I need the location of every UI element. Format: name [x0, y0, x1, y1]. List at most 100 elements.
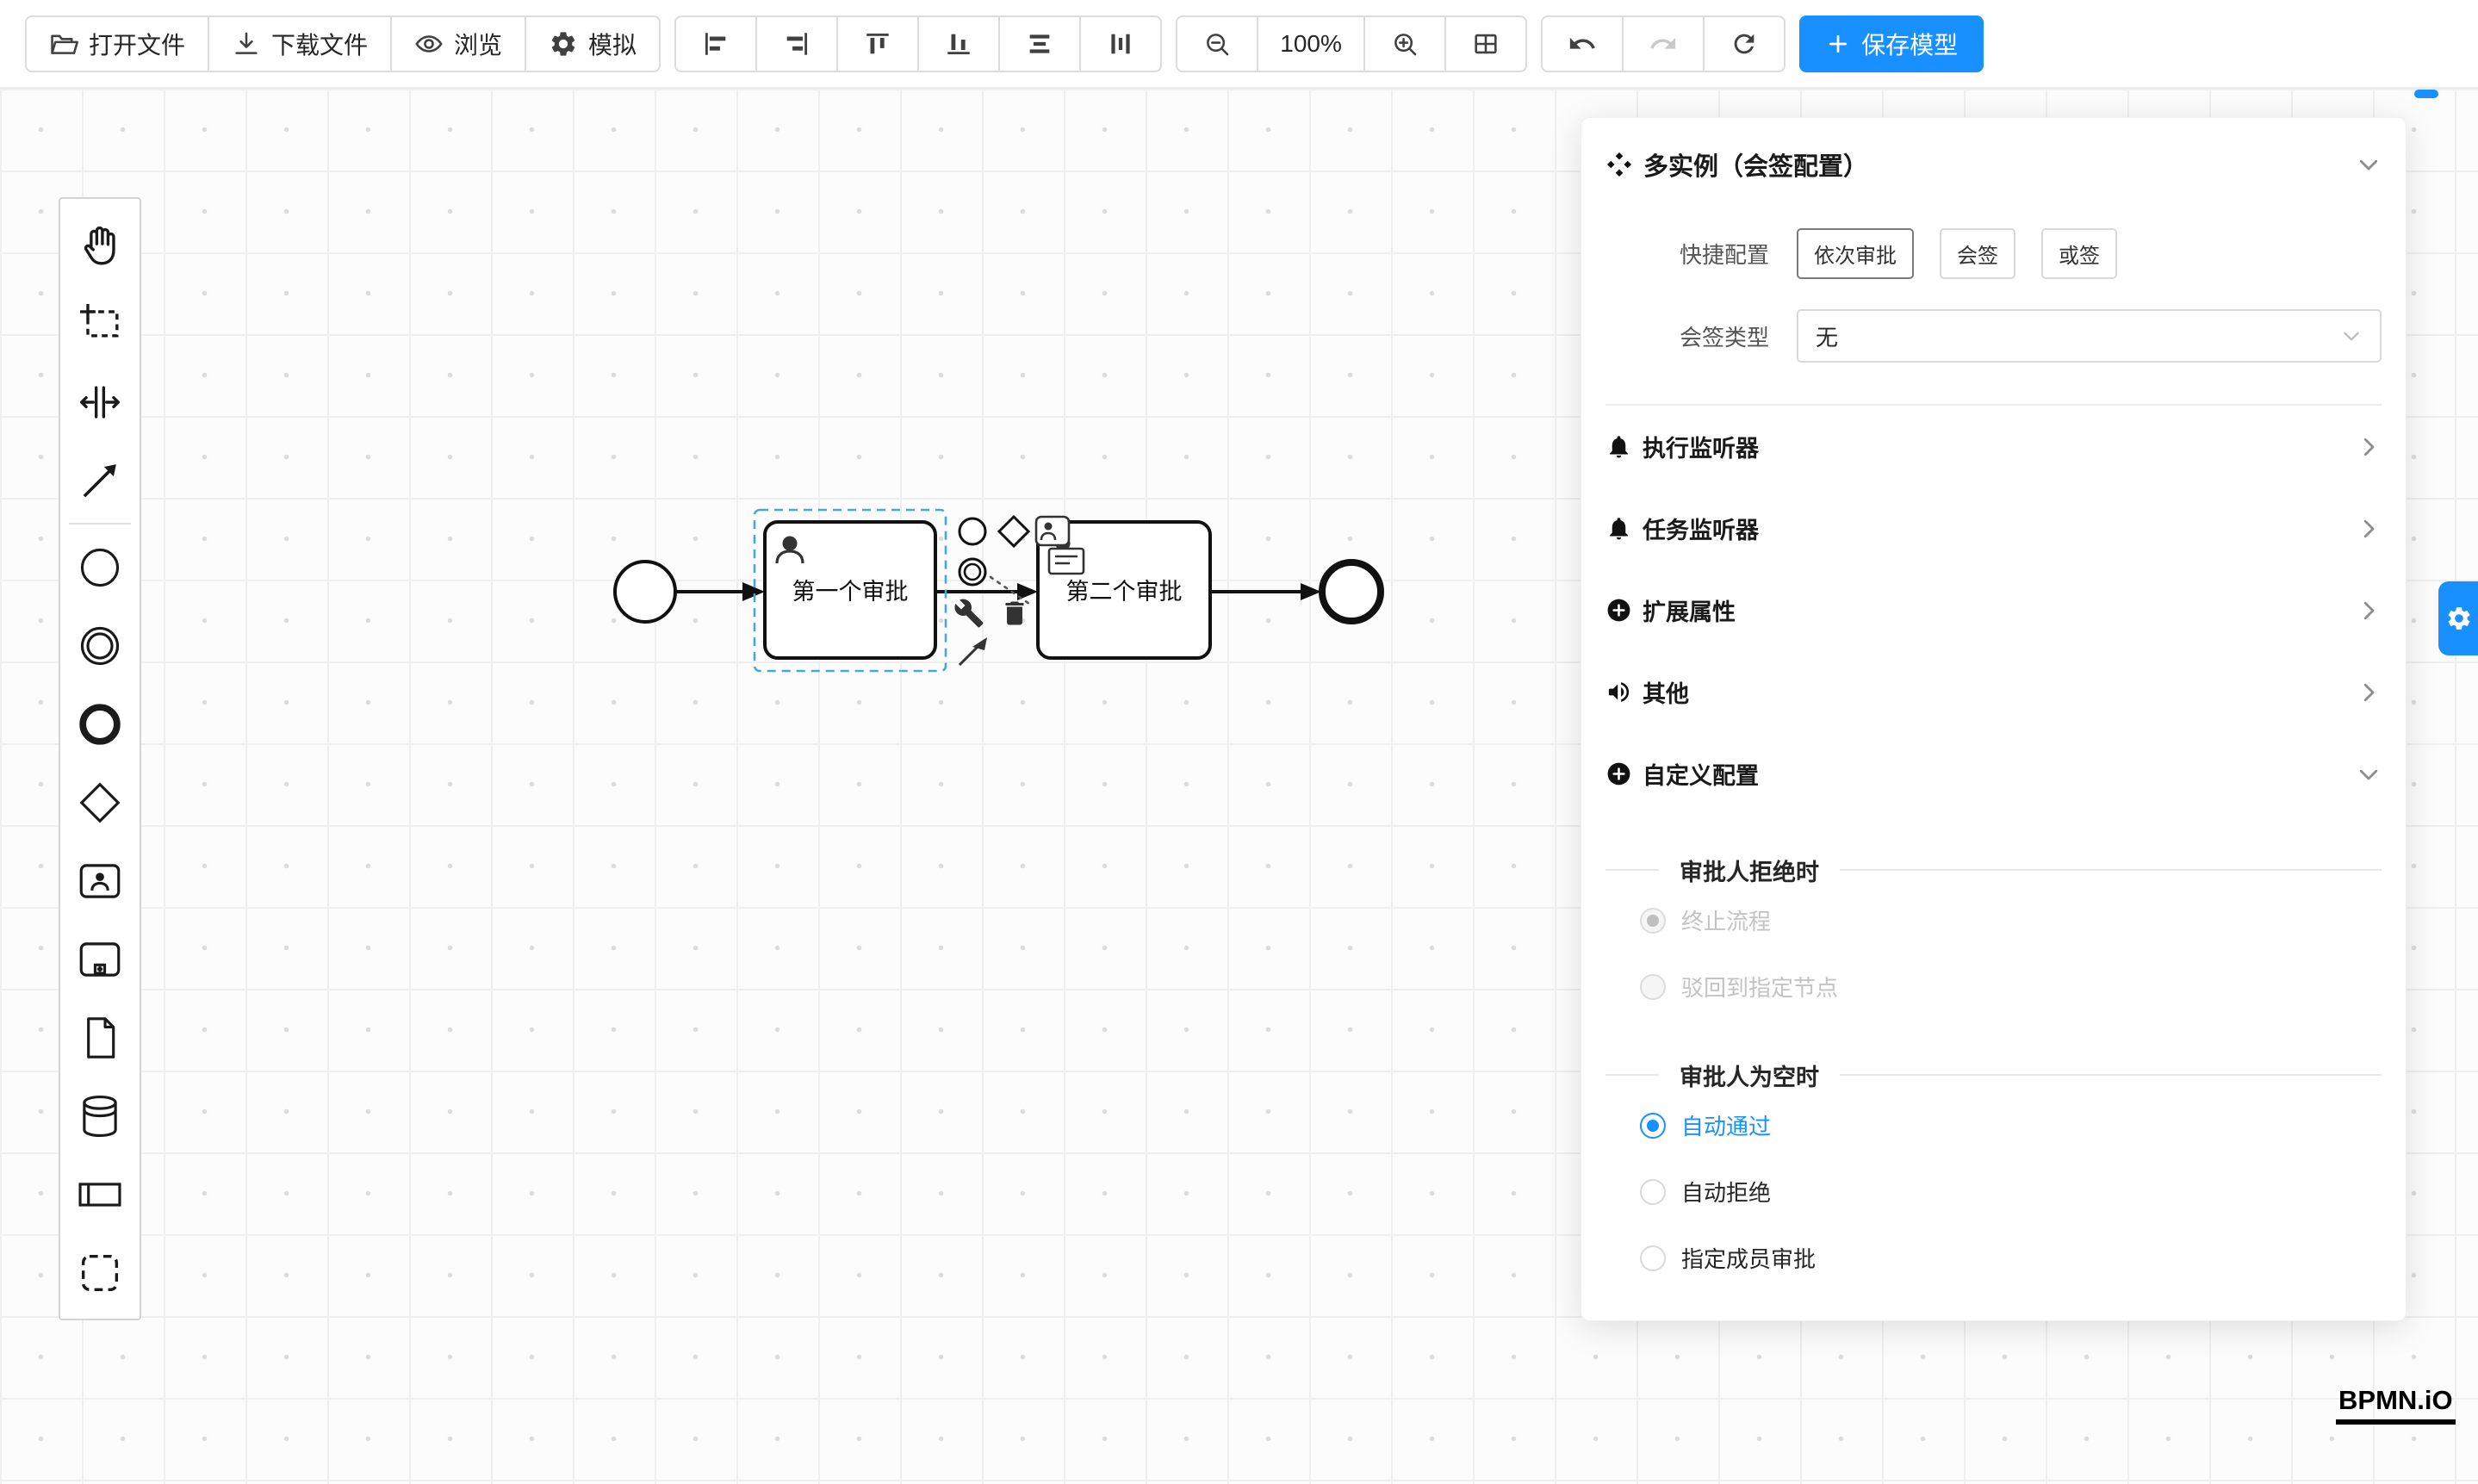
data-object-icon: [87, 1016, 115, 1059]
tool-palette: [59, 197, 141, 1320]
align-right-button[interactable]: [755, 15, 839, 72]
section-custom-config[interactable]: 自定义配置: [1605, 733, 2382, 815]
palette-gateway[interactable]: [60, 763, 140, 841]
palette-end-event[interactable]: [60, 685, 140, 763]
palette-group[interactable]: [60, 1233, 140, 1312]
palette-data-store[interactable]: [60, 1077, 140, 1155]
radio-designated-member[interactable]: 指定成员审批: [1605, 1225, 2382, 1291]
space-tool-icon: [80, 385, 120, 419]
chevron-right-icon: [2363, 601, 2375, 619]
folder-open-icon: [51, 34, 78, 54]
top-toolbar: 打开文件 下载文件 浏览 模拟: [0, 0, 2478, 89]
reset-button[interactable]: [1703, 15, 1786, 72]
bell-icon: [1610, 518, 1628, 540]
section-other[interactable]: 其他: [1605, 651, 2382, 733]
history-button-group: [1541, 15, 1786, 72]
section-extended-properties[interactable]: 扩展属性: [1605, 569, 2382, 651]
palette-hand-tool[interactable]: [60, 206, 140, 284]
align-bottom-button[interactable]: [917, 15, 1001, 72]
countersign-type-value: 无: [1816, 324, 1839, 351]
radio-button[interactable]: [1640, 1245, 1666, 1271]
chevron-right-icon: [2363, 683, 2375, 701]
plus-circle-icon: [1607, 599, 1630, 622]
redo-button[interactable]: [1622, 15, 1705, 72]
align-button-group: [674, 15, 1163, 72]
palette-separator: [69, 523, 131, 525]
eye-icon: [415, 34, 443, 53]
panel-title: 多实例（会签配置）: [1643, 153, 1869, 181]
preview-button[interactable]: 浏览: [390, 15, 527, 72]
zoom-level[interactable]: 100%: [1257, 15, 1366, 72]
radio-auto-pass[interactable]: 自动通过: [1605, 1092, 2382, 1158]
distribute-vertical-icon: [1029, 34, 1050, 53]
distribute-horizontal-button[interactable]: [1079, 15, 1163, 72]
download-icon: [235, 32, 258, 54]
palette-space-tool[interactable]: [60, 363, 140, 441]
fit-viewport-button[interactable]: [1444, 15, 1528, 72]
palette-subprocess[interactable]: [60, 920, 140, 998]
chip-countersign[interactable]: 会签: [1940, 227, 2015, 279]
multi-instance-header[interactable]: 多实例（会签配置）: [1605, 137, 2382, 192]
align-top-button[interactable]: [836, 15, 920, 72]
radio-button[interactable]: [1640, 1112, 1666, 1139]
download-file-label: 下载文件: [271, 31, 369, 59]
lasso-icon: [80, 303, 119, 337]
divider: [1605, 404, 2382, 406]
start-event-icon: [80, 548, 120, 587]
chevron-down-icon: [2359, 769, 2378, 779]
section-execution-listener[interactable]: 执行监听器: [1605, 406, 2382, 487]
chip-orsign[interactable]: 或签: [2041, 227, 2117, 279]
distribute-vertical-button[interactable]: [998, 15, 1082, 72]
palette-global-connect-tool[interactable]: [60, 441, 140, 519]
align-left-icon: [705, 32, 726, 55]
save-model-label: 保存模型: [1861, 31, 1959, 59]
chip-sequential[interactable]: 依次审批: [1797, 227, 1914, 279]
section-task-listener[interactable]: 任务监听器: [1605, 487, 2382, 569]
simulate-button[interactable]: 模拟: [525, 15, 661, 72]
radio-button[interactable]: [1640, 973, 1666, 1000]
megaphone-icon: [1608, 682, 1630, 702]
group-icon: [81, 1254, 119, 1291]
fit-viewport-icon: [1475, 34, 1497, 53]
align-top-icon: [866, 33, 889, 53]
palette-lasso-tool[interactable]: [60, 284, 140, 363]
zoom-in-button[interactable]: [1363, 15, 1447, 72]
plus-icon: [1829, 34, 1848, 53]
zoom-in-icon: [1394, 33, 1417, 55]
save-model-button[interactable]: 保存模型: [1799, 15, 1984, 72]
refresh-icon: [1734, 34, 1754, 53]
radio-terminate-process[interactable]: 终止流程: [1605, 887, 2382, 953]
radio-reject-to-node[interactable]: 驳回到指定节点: [1605, 953, 2382, 1020]
undo-button[interactable]: [1541, 15, 1624, 72]
open-file-button[interactable]: 打开文件: [25, 15, 210, 72]
empty-section-title: 审批人为空时: [1680, 1064, 1819, 1090]
palette-user-task[interactable]: [60, 841, 140, 920]
plus-circle-icon: [1607, 762, 1630, 785]
bpmn-io-watermark[interactable]: BPMN.iO: [2336, 1385, 2456, 1425]
palette-start-event[interactable]: [60, 528, 140, 606]
countersign-type-select[interactable]: 无: [1797, 309, 2382, 363]
simulate-gear-icon: [551, 31, 575, 56]
canvas-scrollbar-thumb[interactable]: [2414, 90, 2438, 98]
redo-icon: [1650, 37, 1676, 49]
radio-button[interactable]: [1640, 907, 1666, 934]
palette-data-object[interactable]: [60, 998, 140, 1077]
participant-icon: [78, 1182, 121, 1207]
hand-icon: [84, 226, 115, 264]
countersign-type-row: 会签类型 无: [1605, 309, 2382, 363]
chevron-right-icon: [2363, 438, 2375, 456]
zoom-out-icon: [1207, 33, 1229, 55]
open-file-label: 打开文件: [89, 31, 186, 59]
align-left-button[interactable]: [674, 15, 758, 72]
palette-intermediate-event[interactable]: [60, 606, 140, 685]
radio-button[interactable]: [1640, 1178, 1666, 1205]
download-file-button[interactable]: 下载文件: [208, 15, 393, 72]
quick-config-row: 快捷配置 依次审批 会签 或签: [1605, 223, 2382, 283]
radio-auto-reject[interactable]: 自动拒绝: [1605, 1158, 2382, 1225]
zoom-out-button[interactable]: [1176, 15, 1259, 72]
file-button-group: 打开文件 下载文件 浏览 模拟: [25, 15, 661, 72]
align-right-icon: [786, 32, 808, 55]
palette-participant[interactable]: [60, 1155, 140, 1233]
settings-drawer-tab[interactable]: [2438, 581, 2478, 655]
end-event-icon: [79, 703, 121, 745]
